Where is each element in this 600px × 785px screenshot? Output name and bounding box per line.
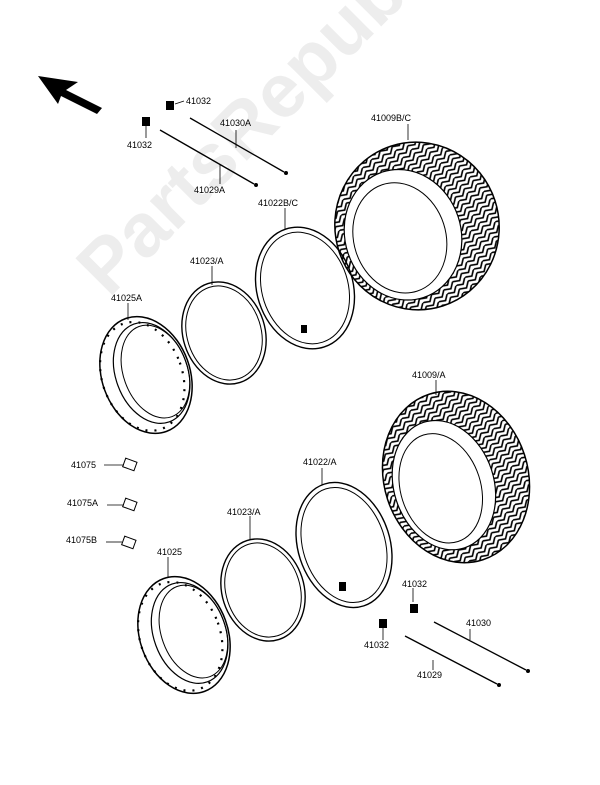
label-41030a: 41030A	[220, 118, 252, 128]
label-41032-br2: 41032	[364, 640, 390, 650]
upper-rim-band	[181, 281, 267, 385]
label-41032-br1: 41032	[402, 579, 428, 589]
lower-tire	[381, 390, 531, 564]
upper-valve	[301, 325, 307, 333]
label-41022bc: 41022B/C	[258, 198, 299, 208]
nut-41032-left	[142, 117, 150, 126]
label-41022a: 41022/A	[303, 457, 337, 467]
upper-rim	[98, 315, 193, 435]
nut-41032-br2	[379, 619, 387, 628]
label-41075a: 41075A	[67, 498, 99, 508]
direction-arrow-icon	[38, 76, 102, 114]
valve-stem-41075	[122, 457, 138, 472]
axle-41030a	[189, 117, 285, 173]
axle-41030	[433, 621, 527, 671]
label-41075b: 41075B	[66, 535, 98, 545]
axle-41029a	[159, 129, 255, 185]
nut-41032-top	[166, 101, 174, 110]
upper-tire	[334, 141, 500, 311]
lower-valve	[339, 582, 346, 591]
lower-rim	[136, 575, 231, 695]
nut-41032-br1	[410, 604, 418, 613]
label-41023a-top: 41023/A	[190, 256, 224, 266]
label-41032-top: 41032	[186, 96, 212, 106]
label-41029a: 41029A	[194, 185, 226, 195]
upper-tube	[254, 226, 356, 350]
label-41030: 41030	[466, 618, 492, 628]
label-41032-left: 41032	[127, 140, 153, 150]
label-41009a: 41009/A	[412, 370, 446, 380]
label-41075: 41075	[71, 460, 97, 470]
lower-tube	[295, 481, 393, 609]
label-41023a-bottom: 41023/A	[227, 507, 261, 517]
label-41025: 41025	[157, 547, 183, 557]
leader-lines	[104, 100, 471, 670]
axle-41029	[404, 635, 498, 685]
valve-stem-41075a	[122, 497, 138, 512]
valve-stem-41075b	[121, 535, 137, 550]
lower-rim-band	[220, 538, 306, 642]
label-41029: 41029	[417, 670, 443, 680]
label-41009bc: 41009B/C	[371, 113, 412, 123]
label-41025a: 41025A	[111, 293, 143, 303]
